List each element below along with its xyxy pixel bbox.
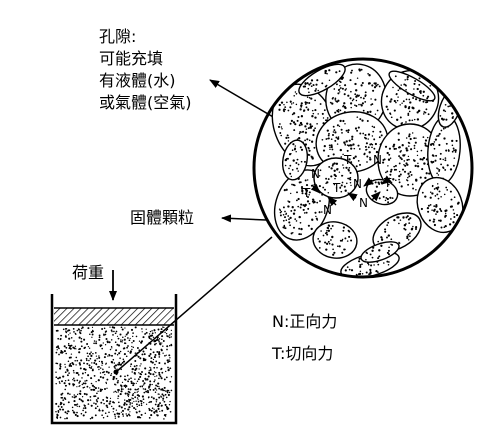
pore-label-line: 或氣體(空氣): [99, 93, 192, 112]
normal-force-mark: N: [353, 177, 362, 191]
force-legend: N:正向力 T:切向力: [272, 311, 337, 375]
soil-sample-dots: [55, 326, 173, 420]
pore-label-line: 有液體(水): [99, 71, 176, 90]
solid-pointer-arrow: [221, 214, 267, 223]
normal-force-mark: N: [373, 153, 382, 167]
magnified-view: [271, 63, 464, 277]
load-label: 荷重: [72, 263, 105, 282]
pore-label: 孔隙: 可能充填 有液體(水) 或氣體(空氣): [99, 26, 192, 114]
pore-label-line: 孔隙:: [99, 27, 137, 46]
tangential-force-mark: T: [343, 153, 352, 167]
tangential-force-mark: T: [332, 181, 341, 195]
tangential-force-mark: T: [302, 186, 311, 200]
force-markers: N T T T N N N N T: [302, 153, 392, 217]
normal-force-mark: N: [359, 196, 368, 210]
sample-point: [113, 369, 119, 375]
legend-tangential-force: T:切向力: [272, 344, 334, 363]
container-wall: [50, 294, 178, 425]
magnification-line: [115, 236, 273, 373]
pore-label-line: 可能充填: [99, 49, 164, 68]
tangential-force-mark: T: [383, 176, 392, 190]
normal-force-mark: N: [311, 167, 320, 181]
container: [50, 294, 178, 425]
solid-grains: [271, 63, 464, 277]
magnified-view-border: [252, 57, 474, 279]
contact-force-arrows: [310, 175, 392, 207]
legend-normal-force: N:正向力: [272, 312, 338, 331]
solid-particle-label: 固體顆粒: [130, 208, 195, 227]
normal-force-mark: N: [323, 203, 332, 217]
